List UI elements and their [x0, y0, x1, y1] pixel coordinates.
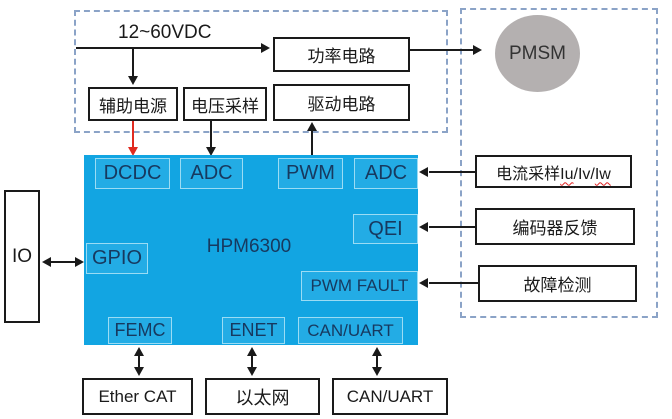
adc-right-label: ADC	[364, 162, 408, 184]
current-prefix: 电流采样	[496, 165, 561, 183]
fault-detection-box: 故障检测	[478, 265, 637, 302]
arrow-enet-up-icon	[247, 347, 257, 356]
femc-label: FEMC	[114, 320, 166, 340]
phase-w: Iw	[594, 165, 611, 183]
can-uart-block: CAN/UART	[298, 317, 403, 344]
enet-block: ENET	[222, 317, 285, 344]
can-uart-external-label: CAN/UART	[346, 386, 434, 406]
io-gpio-line	[50, 261, 76, 263]
power-section-outline	[74, 10, 448, 133]
dcdc-label: DCDC	[103, 162, 162, 184]
power-circuit-label: 功率电路	[307, 47, 376, 66]
arrow-ethercat-down-icon	[134, 367, 144, 376]
drive-circuit-label: 驱动电路	[307, 95, 376, 114]
pwm-to-drive-line	[311, 131, 313, 158]
femc-ethercat-line	[138, 355, 140, 368]
adc-right-block: ADC	[354, 158, 418, 189]
power-circuit-box: 功率电路	[273, 37, 410, 72]
pwm-block: PWM	[278, 158, 343, 189]
io-label: IO	[11, 245, 33, 267]
arrow-femc-up-icon	[134, 347, 144, 356]
arrow-to-power-circuit-icon	[261, 43, 270, 53]
io-box: IO	[4, 190, 40, 323]
current-sampling-label: 电流采样Iu/Iv/Iw	[496, 160, 611, 184]
arrow-canuart-down-icon	[372, 367, 382, 376]
enet-label: ENET	[229, 320, 278, 340]
aux-to-dcdc-line	[132, 121, 134, 148]
slash1: /	[573, 165, 578, 183]
adc-top-label: ADC	[190, 162, 233, 184]
arrow-to-dcdc-icon	[128, 147, 138, 156]
drive-circuit-box: 驱动电路	[273, 84, 410, 121]
power-to-motor-line	[410, 49, 473, 51]
femc-block: FEMC	[108, 317, 172, 344]
arrow-to-io-icon	[42, 257, 51, 267]
encoder-feedback-label: 编码器反馈	[512, 219, 598, 238]
arrow-to-drive-circuit-icon	[307, 122, 317, 131]
dcdc-block: DCDC	[95, 158, 170, 189]
ethernet-label: 以太网	[235, 387, 290, 408]
slash2: /	[590, 165, 595, 183]
enet-ethernet-line	[251, 355, 253, 368]
vsample-to-adc-line	[210, 121, 212, 148]
arrow-ethernet-down-icon	[247, 367, 257, 376]
current-to-adc-line	[429, 171, 475, 173]
canuart-external-line	[376, 355, 378, 368]
arrow-to-gpio-icon	[75, 257, 84, 267]
encoder-feedback-box: 编码器反馈	[475, 208, 635, 245]
supply-line	[76, 47, 263, 49]
phase-u: Iu	[560, 165, 574, 183]
voltage-input-label: 12~60VDC	[118, 22, 212, 43]
fault-detection-label: 故障检测	[523, 276, 592, 295]
phase-v: Iv	[577, 165, 591, 183]
motor-feedback-outline	[460, 8, 658, 318]
aux-power-label: 辅助电源	[99, 96, 167, 116]
qei-block: QEI	[353, 214, 418, 244]
pmsm-motor: PMSM	[495, 15, 580, 92]
arrow-fault-to-pwmfault-icon	[419, 278, 428, 288]
can-uart-label: CAN/UART	[307, 320, 394, 340]
can-uart-external-box: CAN/UART	[332, 378, 448, 415]
arrow-canuart-up-icon	[372, 347, 382, 356]
gpio-label: GPIO	[91, 247, 142, 269]
branch-line-aux-power	[132, 48, 134, 78]
pwm-label: PWM	[286, 162, 335, 184]
arrow-to-aux-power-icon	[128, 76, 138, 85]
mcu-label: HPM6300	[206, 236, 292, 257]
gpio-block: GPIO	[86, 243, 148, 274]
arrow-to-motor-icon	[473, 45, 482, 55]
aux-power-box: 辅助电源	[88, 87, 178, 121]
arrow-current-to-adc-icon	[419, 167, 428, 177]
ethercat-box: Ether CAT	[82, 378, 193, 415]
arrow-to-adc-icon	[206, 147, 216, 156]
encoder-to-qei-line	[429, 226, 475, 228]
pwm-fault-label: PWM FAULT	[310, 276, 409, 295]
pmsm-label: PMSM	[509, 42, 566, 64]
adc-top-block: ADC	[180, 158, 243, 189]
voltage-sampling-box: 电压采样	[183, 87, 267, 121]
fault-to-pwmfault-line	[429, 282, 478, 284]
ethernet-box: 以太网	[205, 378, 320, 415]
qei-label: QEI	[368, 217, 403, 240]
current-sampling-box: 电流采样Iu/Iv/Iw	[475, 155, 632, 188]
pwm-fault-block: PWM FAULT	[301, 271, 418, 301]
arrow-encoder-to-qei-icon	[419, 222, 428, 232]
ethercat-label: Ether CAT	[98, 386, 177, 406]
voltage-sampling-label: 电压采样	[191, 96, 259, 116]
